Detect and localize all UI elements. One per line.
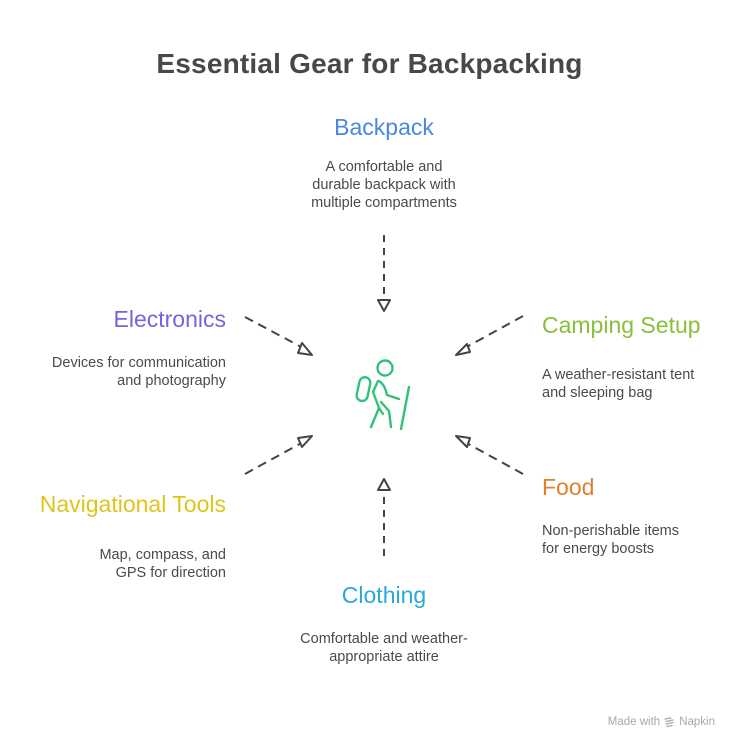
node-title-electronics: Electronics: [113, 306, 226, 332]
desc-line: and sleeping bag: [542, 385, 653, 401]
desc-line: A weather-resistant tent: [542, 367, 695, 383]
node-title-food: Food: [542, 474, 595, 500]
made-with-label: Made with: [607, 716, 661, 728]
desc-line: GPS for direction: [115, 565, 226, 581]
desc-line: Devices for communication: [51, 355, 226, 371]
desc-line: A comfortable and: [325, 159, 443, 175]
node-desc-clothing: Comfortable and weather- appropriate att…: [254, 630, 514, 666]
arrow-clothing: [377, 478, 391, 556]
desc-line: and photography: [117, 373, 226, 389]
arrow-navigation: [244, 435, 313, 475]
desc-line: for energy boosts: [542, 541, 655, 557]
arrow-food: [455, 435, 524, 475]
desc-line: Comfortable and weather-: [300, 631, 468, 647]
node-desc-navigation: Map, compass, and GPS for direction: [26, 546, 226, 582]
node-title-camping: Camping Setup: [542, 312, 701, 338]
node-title-backpack: Backpack: [334, 114, 434, 140]
arrow-camping: [455, 315, 524, 356]
node-desc-food: Non-perishable items for energy boosts: [542, 522, 732, 558]
desc-line: appropriate attire: [329, 649, 439, 665]
napkin-logo-icon: [664, 716, 674, 727]
node-desc-electronics: Devices for communication and photograph…: [6, 354, 226, 390]
node-desc-backpack: A comfortable and durable backpack with …: [264, 158, 504, 212]
napkin-brand: Napkin: [679, 716, 715, 728]
hiker-icon: [355, 359, 411, 431]
desc-line: multiple compartments: [311, 195, 457, 211]
node-desc-camping: A weather-resistant tent and sleeping ba…: [542, 366, 732, 402]
desc-line: Map, compass, and: [99, 547, 226, 563]
desc-line: durable backpack with: [312, 177, 456, 193]
desc-line: Non-perishable items: [542, 523, 680, 539]
node-title-clothing: Clothing: [341, 582, 427, 608]
napkin-footer[interactable]: Made with Napkin: [608, 716, 715, 728]
diagram-title: Essential Gear for Backpacking: [156, 48, 583, 79]
arrow-electronics: [244, 316, 313, 356]
node-title-navigation: Navigational Tools: [39, 491, 226, 517]
arrow-backpack: [377, 235, 391, 312]
